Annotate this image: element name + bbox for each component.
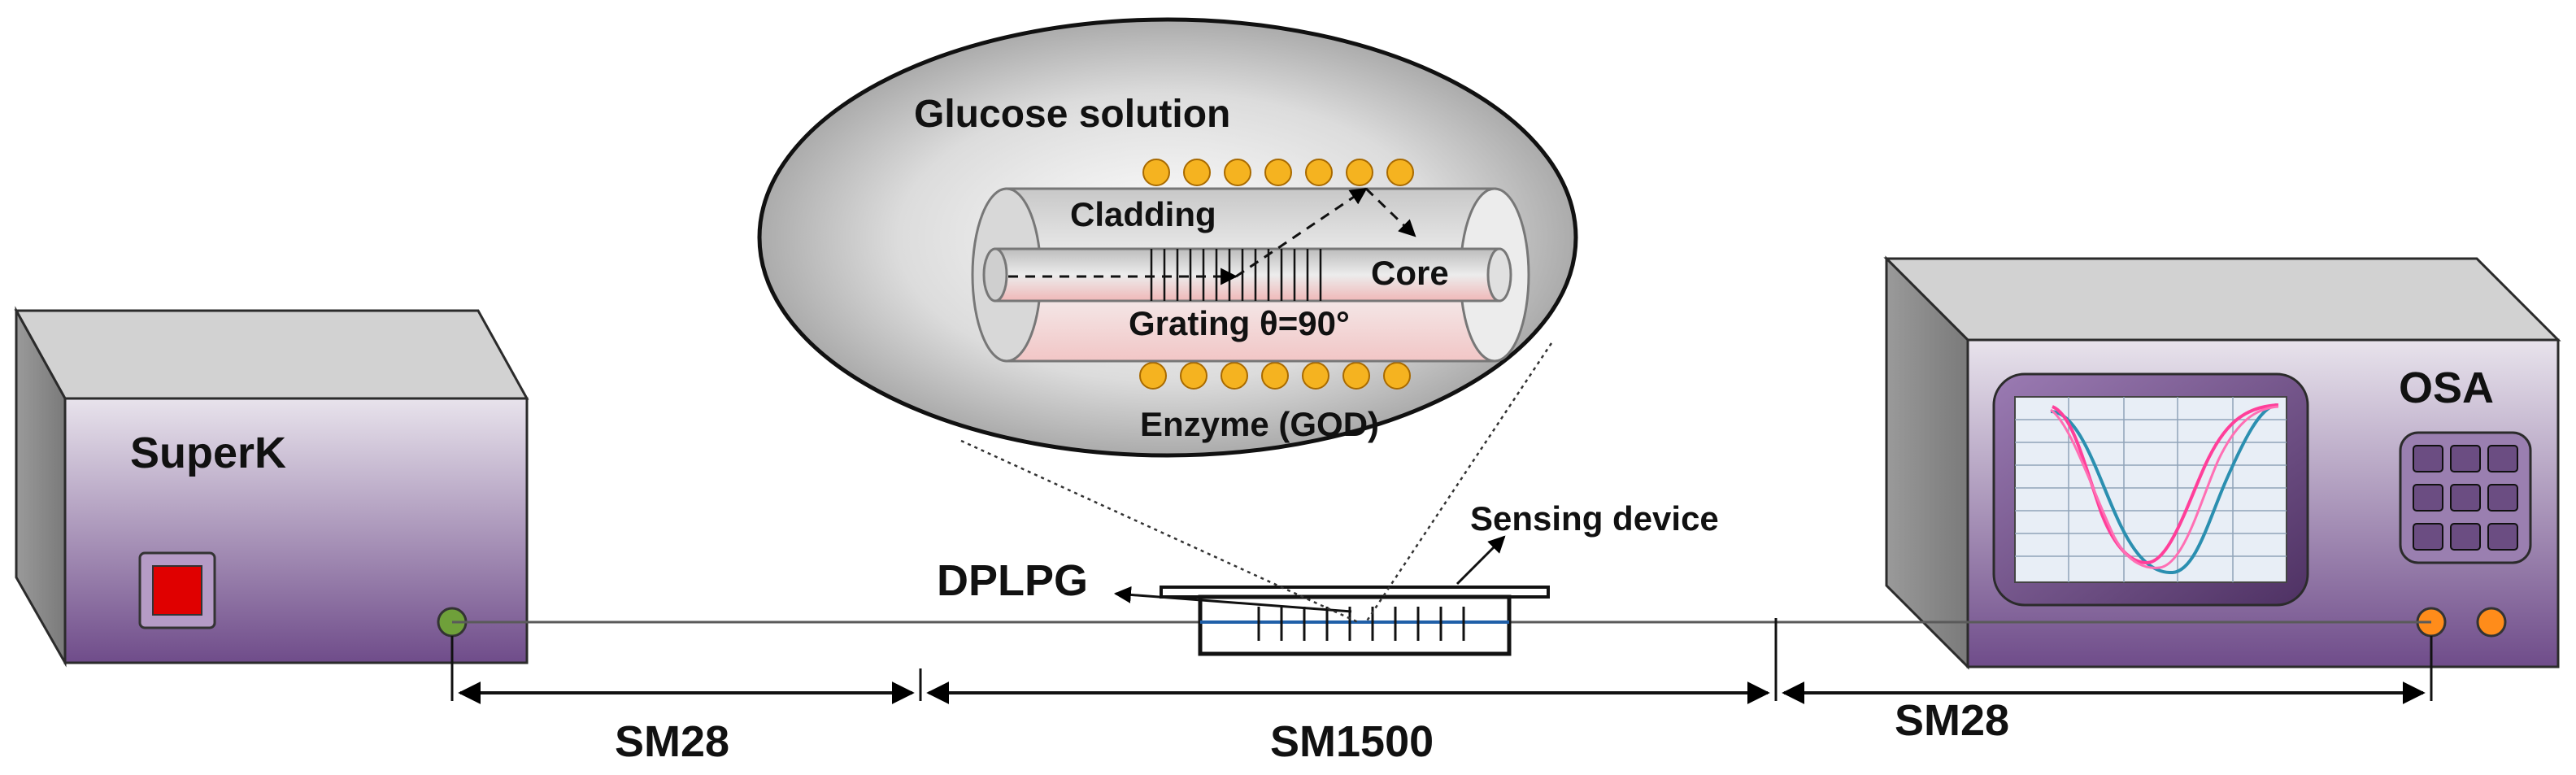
keypad-icon[interactable] (2399, 431, 2532, 564)
osa-analyzer-box: OSA (1883, 255, 2561, 670)
osa-label: OSA (2399, 364, 2494, 412)
enzyme-label: Enzyme (GOD) (1140, 405, 1379, 443)
osa-top-face (1883, 257, 2561, 342)
fiber-segment-markers (450, 618, 2433, 701)
spectrum-trace-pink-1 (2052, 403, 2279, 565)
spectrum-trace-pink-2 (2050, 405, 2279, 569)
light-path-arrows (1008, 187, 1416, 285)
core-rod (982, 247, 1512, 303)
fiber-label-middle: SM1500 (1270, 717, 1434, 766)
sensing-device (1113, 535, 1550, 656)
output-port-icon-2[interactable] (2476, 607, 2507, 638)
enzyme-beads-bottom (1139, 362, 1411, 390)
superk-source-box: SuperK (14, 306, 529, 668)
zoom-line-right (1364, 342, 1553, 623)
sensing-device-label: Sensing device (1470, 499, 1719, 538)
core-label: Core (1371, 254, 1449, 292)
dplpg-pointer-arrow (1113, 586, 1352, 613)
osa-screen (1992, 372, 2309, 607)
grating-lines (1150, 249, 1322, 301)
fiber-label-right: SM28 (1895, 696, 2009, 745)
cladding-label: Cladding (1070, 195, 1216, 233)
sensing-device-body (1198, 594, 1512, 656)
fiber-label-left: SM28 (615, 717, 729, 766)
sensing-device-pointer-arrow (1456, 535, 1506, 586)
superk-top-face (14, 309, 529, 400)
superk-label: SuperK (130, 429, 286, 477)
magnified-view: Glucose solution (757, 17, 1578, 458)
spectrum-trace-blue (2050, 403, 2278, 575)
dplpg-label: DPLPG (937, 556, 1088, 605)
power-button-icon[interactable] (138, 551, 216, 629)
glucose-solution-label: Glucose solution (914, 93, 1230, 136)
grating-label: Grating θ=90° (1129, 304, 1350, 342)
enzyme-beads-top (1142, 159, 1414, 186)
